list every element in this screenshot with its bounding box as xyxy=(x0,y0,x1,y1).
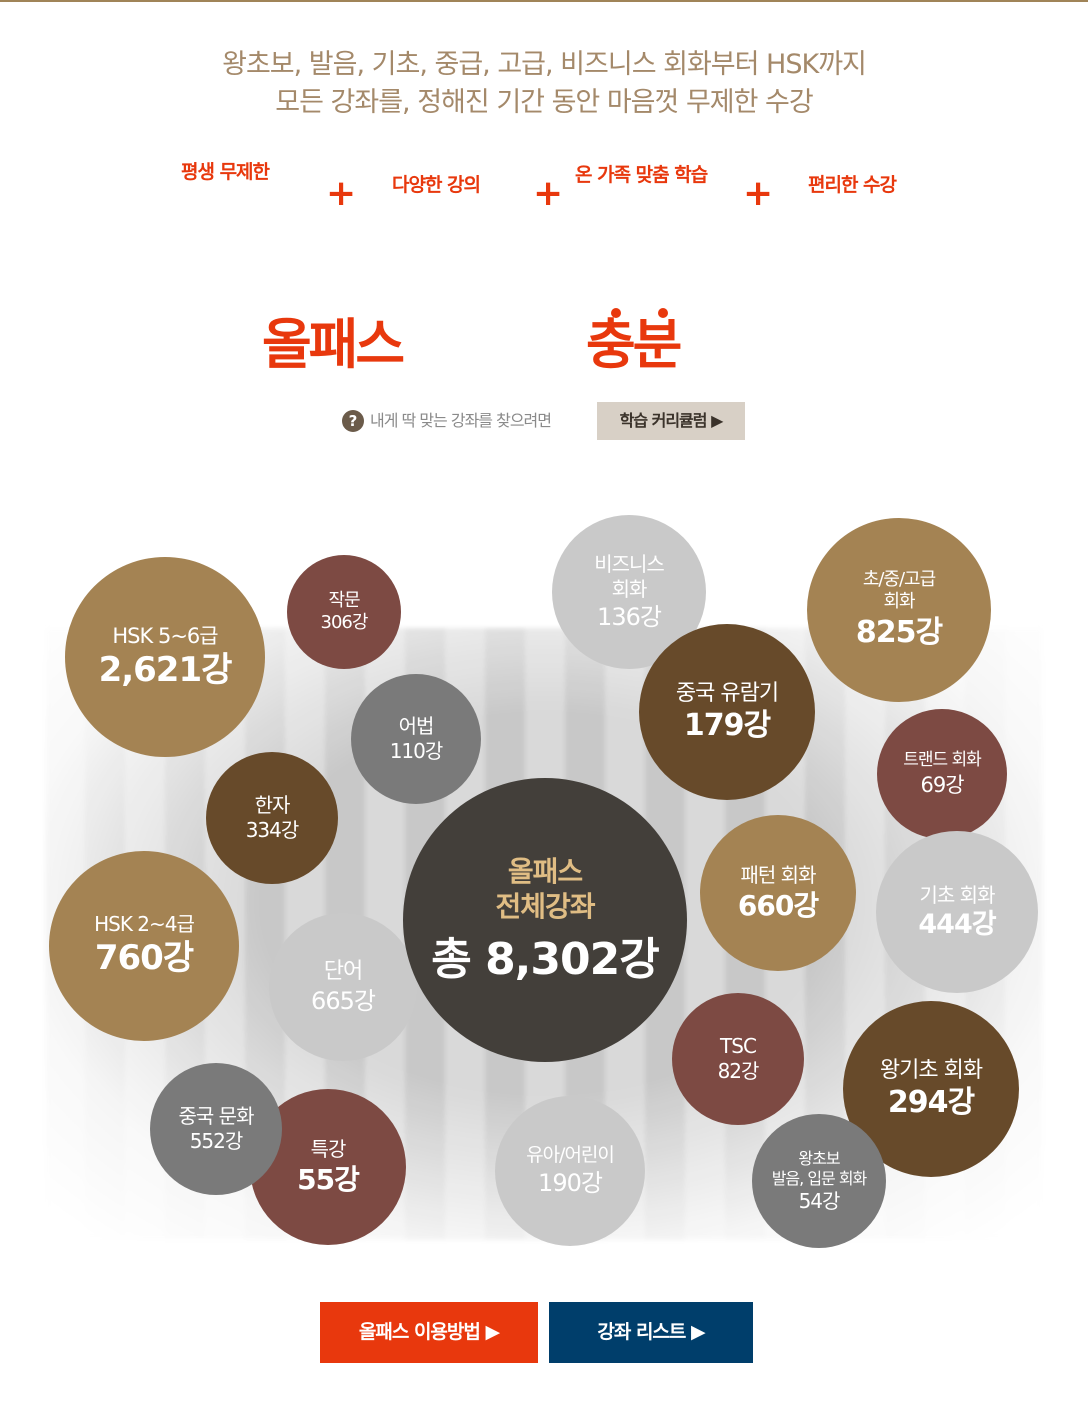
bubble-count: 760강 xyxy=(94,938,194,979)
bubble-label: 특강 xyxy=(310,1137,347,1161)
help-text: 내게 딱 맞는 강좌를 찾으려면 xyxy=(370,411,552,430)
bubble-count: 825강 xyxy=(855,614,943,650)
bubble-label: 중국 유람기 xyxy=(675,680,779,706)
bubble-label: 단어 xyxy=(323,959,363,985)
bubble-allpass-total[interactable]: 올패스 전체강좌 총 8,302강 xyxy=(403,778,687,1062)
bubble-label: TSC xyxy=(720,1034,757,1058)
bubble-label-2: 회화 xyxy=(611,577,648,601)
bubble-trend-conversation[interactable]: 트랜드 회화 69강 xyxy=(877,709,1007,839)
bubble-count: 110강 xyxy=(389,739,444,763)
feature-convenient: 편리한 수강 xyxy=(808,174,897,196)
bubble-label-2: 회화 xyxy=(883,591,915,613)
bubble-writing[interactable]: 작문 306강 xyxy=(287,555,401,669)
bubble-grammar[interactable]: 어법 110강 xyxy=(351,674,481,804)
bubble-beginner-pronunciation[interactable]: 왕초보 발음, 입문 회화 54강 xyxy=(752,1114,886,1248)
bubble-label: 왕초보 xyxy=(798,1148,840,1168)
plus-icon: + xyxy=(743,173,774,214)
bubble-count: 665강 xyxy=(311,986,376,1015)
bubble-label: 트랜드 회화 xyxy=(903,750,982,771)
bubble-business-conversation[interactable]: 비즈니스 회화 136강 xyxy=(552,515,706,669)
bubble-label: HSK 2~4급 xyxy=(94,912,195,937)
feature-family-learning: 온 가족 맞춤 학습 xyxy=(575,164,708,186)
plus-icon: + xyxy=(326,173,357,214)
headline-enough: 충분 xyxy=(586,313,682,376)
question-icon: ? xyxy=(342,410,364,432)
bubble-china-tour[interactable]: 중국 유람기 179강 xyxy=(639,624,815,800)
bubble-count: 660강 xyxy=(737,889,819,922)
bubble-count: 294강 xyxy=(887,1085,975,1120)
bubble-count: 136강 xyxy=(597,603,662,631)
bubble-label: 기초 회화 xyxy=(919,882,996,907)
feature-lifetime-unlimited: 평생 무제한 xyxy=(181,161,270,183)
intro-line-2: 모든 강좌를, 정해진 기간 동안 마음껏 무제한 수강 xyxy=(275,87,813,118)
plus-icon: + xyxy=(533,173,564,214)
intro-line-1: 왕초보, 발음, 기초, 중급, 고급, 비즈니스 회화부터 HSK까지 xyxy=(222,49,867,80)
center-label-2: 전체강좌 xyxy=(495,889,595,923)
bubble-label: 한자 xyxy=(254,793,291,817)
bubble-count: 552강 xyxy=(189,1129,244,1153)
bubble-hsk-2-4[interactable]: HSK 2~4급 760강 xyxy=(49,851,239,1041)
bubble-label: 작문 xyxy=(328,589,360,611)
headline-allpass: 올패스 xyxy=(262,313,405,376)
bubble-label: 어법 xyxy=(398,714,435,738)
bubble-pattern-conversation[interactable]: 패턴 회화 660강 xyxy=(700,815,856,971)
center-total: 총 8,302강 xyxy=(431,933,659,985)
bubble-vocabulary[interactable]: 단어 665강 xyxy=(269,913,417,1061)
bubble-label-2: 발음, 입문 회화 xyxy=(771,1168,868,1188)
bubble-very-basic-conversation[interactable]: 왕기초 회화 294강 xyxy=(843,1001,1019,1177)
course-list-button[interactable]: 강좌 리스트 ▶ xyxy=(549,1302,753,1363)
bubble-count: 82강 xyxy=(717,1059,760,1083)
bubble-chinese-culture[interactable]: 중국 문화 552강 xyxy=(150,1063,282,1195)
center-label-1: 올패스 xyxy=(507,854,583,888)
bubble-label: 패턴 회화 xyxy=(740,863,817,887)
bubble-label: 비즈니스 xyxy=(594,552,665,576)
bubble-label: HSK 5~6급 xyxy=(112,623,218,648)
bubble-label: 중국 문화 xyxy=(178,1104,255,1128)
bubble-level-conversation[interactable]: 초/중/고급 회화 825강 xyxy=(807,518,991,702)
feature-various-lectures: 다양한 강의 xyxy=(392,174,481,196)
bubble-label: 유아/어린이 xyxy=(526,1144,615,1167)
emphasis-dot xyxy=(658,308,668,318)
bubble-count: 444강 xyxy=(918,908,996,940)
bubble-kids[interactable]: 유아/어린이 190강 xyxy=(495,1096,645,1246)
allpass-usage-button[interactable]: 올패스 이용방법 ▶ xyxy=(320,1302,538,1363)
bubble-count: 334강 xyxy=(245,818,300,842)
bubble-count: 55강 xyxy=(297,1163,360,1196)
emphasis-dot xyxy=(611,308,621,318)
bubble-label: 초/중/고급 xyxy=(862,568,936,590)
top-divider xyxy=(0,0,1088,2)
bubble-count: 306강 xyxy=(320,612,369,633)
bubble-chinese-characters[interactable]: 한자 334강 xyxy=(206,752,338,884)
bubble-count: 54강 xyxy=(798,1188,841,1213)
bubble-tsc[interactable]: TSC 82강 xyxy=(672,993,804,1125)
bubble-hsk-5-6[interactable]: HSK 5~6급 2,621강 xyxy=(65,557,265,757)
bubble-count: 190강 xyxy=(538,1168,603,1197)
bubble-count: 2,621강 xyxy=(98,649,233,690)
bubble-label: 왕기초 회화 xyxy=(879,1057,983,1083)
bubble-count: 69강 xyxy=(920,772,964,797)
curriculum-button[interactable]: 학습 커리큘럼 ▶ xyxy=(597,402,745,440)
bubble-basic-conversation[interactable]: 기초 회화 444강 xyxy=(876,831,1038,993)
bubble-count: 179강 xyxy=(683,708,771,743)
